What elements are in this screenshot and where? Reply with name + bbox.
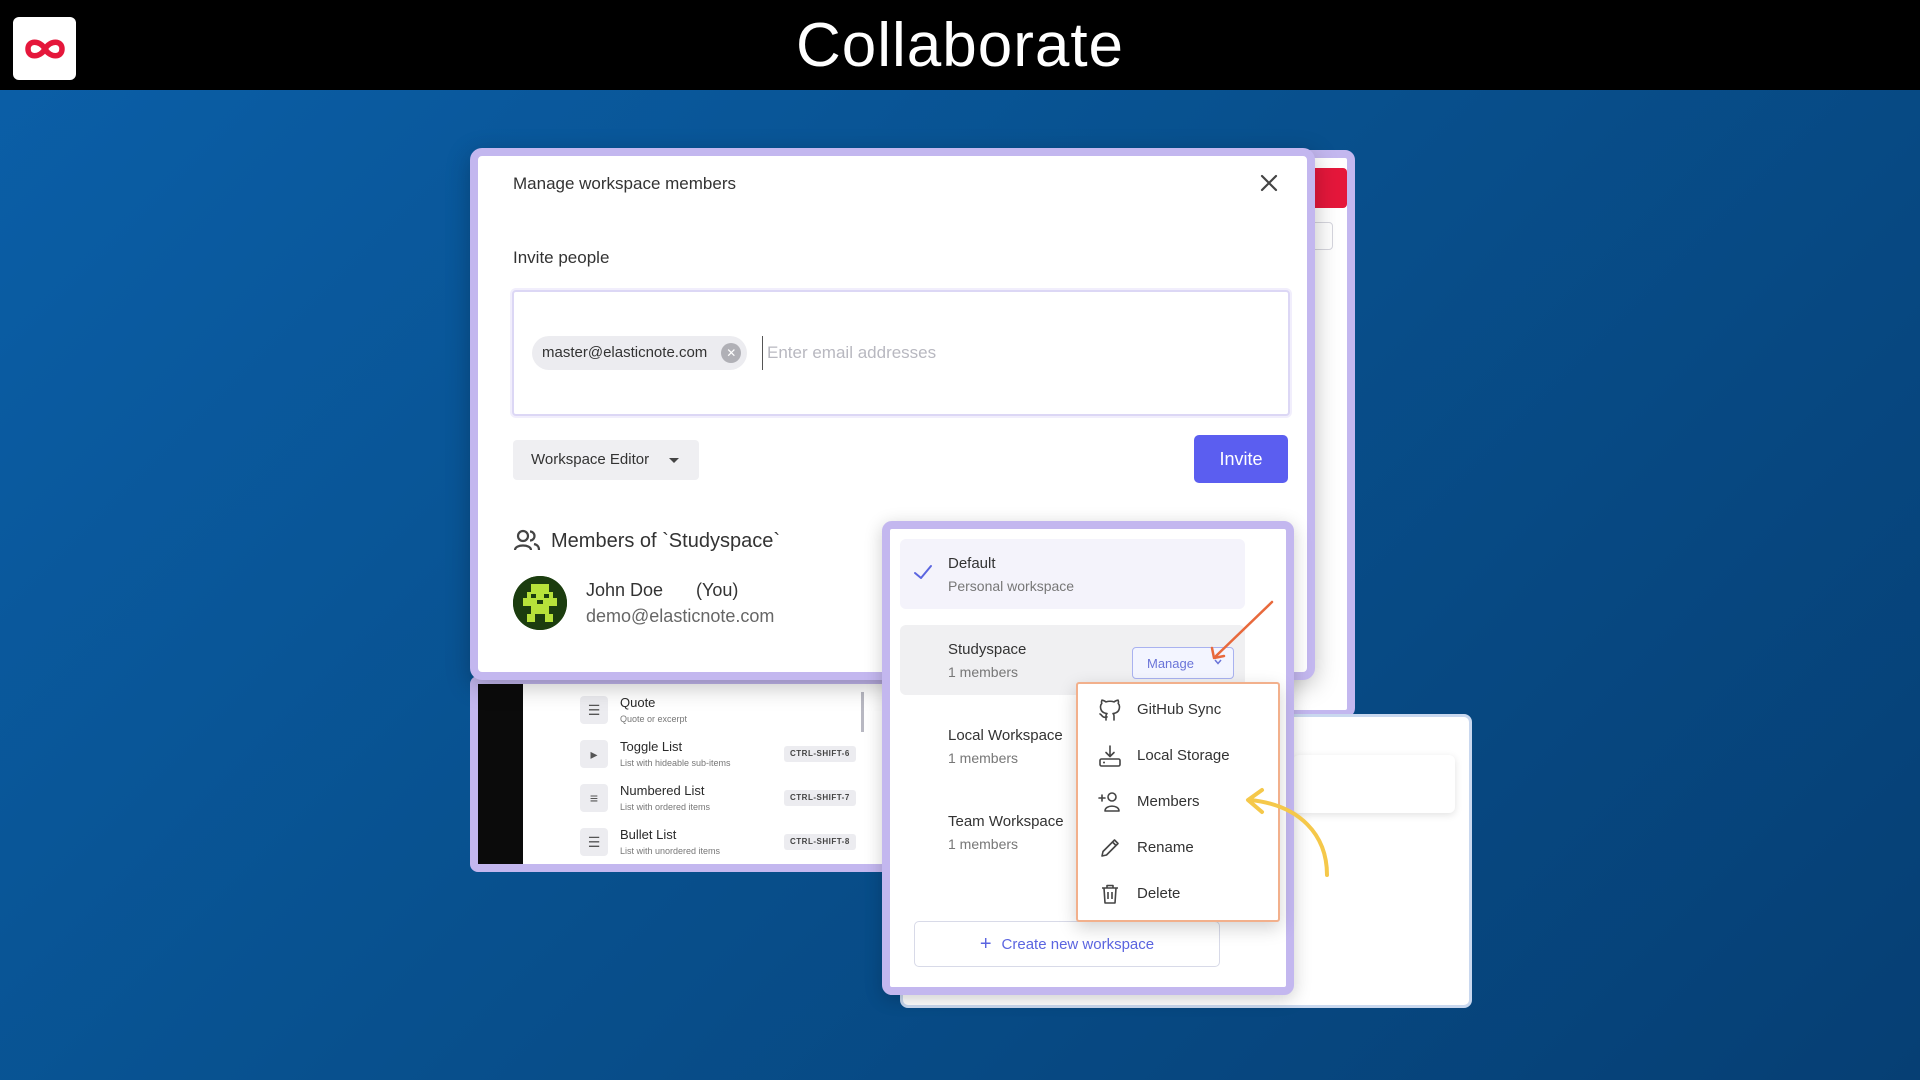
check-icon xyxy=(914,565,932,579)
github-icon xyxy=(1099,699,1121,721)
background-red-strip xyxy=(1309,168,1347,208)
pixel-avatar-icon xyxy=(513,576,567,630)
trash-icon xyxy=(1102,884,1118,904)
email-input-box[interactable]: master@elasticnote.com ✕ xyxy=(512,290,1290,416)
workspace-subtitle: 1 members xyxy=(948,836,1019,852)
menu-item-rename[interactable]: Rename xyxy=(1078,828,1278,868)
block-shortcut: CTRL-SHIFT-8 xyxy=(784,834,856,850)
toggle-list-icon: ▸ xyxy=(580,740,608,768)
menu-item-label: Local Storage xyxy=(1137,747,1230,764)
menu-item-label: Rename xyxy=(1137,839,1194,856)
member-you-tag: (You) xyxy=(696,580,739,600)
top-bar: Collaborate xyxy=(0,0,1920,90)
background-shade-row xyxy=(1293,755,1455,813)
menu-item-label: Members xyxy=(1137,793,1200,810)
workspace-name: Team Workspace xyxy=(948,813,1064,830)
email-chip-text: master@elasticnote.com xyxy=(542,344,708,361)
menu-item-label: GitHub Sync xyxy=(1137,701,1222,718)
block-item-quote[interactable]: ☰ Quote Quote or excerpt xyxy=(580,694,860,734)
people-icon xyxy=(513,529,541,551)
email-chip: master@elasticnote.com ✕ xyxy=(532,336,748,370)
block-item-numbered-list[interactable]: ≡ Numbered List List with ordered items … xyxy=(580,782,860,822)
role-select-value: Workspace Editor xyxy=(531,451,650,468)
quote-block-icon: ☰ xyxy=(580,696,608,724)
manage-context-menu: GitHub Sync Local Storage Members Rename… xyxy=(1076,682,1280,922)
block-item-bullet-list[interactable]: ☰ Bullet List List with unordered items … xyxy=(580,826,860,864)
editor-dark-strip xyxy=(478,684,523,864)
menu-item-members[interactable]: Members xyxy=(1078,782,1278,822)
menu-item-label: Delete xyxy=(1137,885,1181,902)
block-subtitle: List with hideable sub-items xyxy=(620,758,731,768)
menu-item-local-storage[interactable]: Local Storage xyxy=(1078,736,1278,776)
workspace-item-team[interactable]: Team Workspace 1 members xyxy=(900,797,1245,867)
role-select[interactable]: Workspace Editor xyxy=(513,440,699,480)
workspace-item-default[interactable]: Default Personal workspace xyxy=(900,539,1245,609)
block-menu-card: ☰ Quote Quote or excerpt ▸ Toggle List L… xyxy=(470,676,890,872)
chip-remove-icon[interactable]: ✕ xyxy=(721,343,742,363)
block-title: Bullet List xyxy=(620,827,677,842)
block-item-toggle-list[interactable]: ▸ Toggle List List with hideable sub-ite… xyxy=(580,738,860,778)
block-shortcut: CTRL-SHIFT-6 xyxy=(784,746,856,762)
infinity-icon xyxy=(24,39,65,58)
block-shortcut: CTRL-SHIFT-7 xyxy=(784,790,856,806)
block-subtitle: List with unordered items xyxy=(620,846,721,856)
add-user-icon xyxy=(1098,792,1120,812)
member-email: demo@elasticnote.com xyxy=(586,606,775,626)
workspace-name: Default xyxy=(948,555,996,572)
chevron-down-icon xyxy=(1214,659,1222,665)
app-logo xyxy=(13,17,76,80)
workspace-subtitle: Personal workspace xyxy=(948,578,1075,594)
download-icon xyxy=(1099,745,1121,767)
block-menu-scrollbar[interactable] xyxy=(861,692,864,732)
plus-icon: + xyxy=(979,933,992,955)
block-subtitle: Quote or excerpt xyxy=(620,714,688,724)
member-name: John Doe xyxy=(586,580,664,600)
email-input[interactable] xyxy=(762,336,1262,370)
caret-down-icon xyxy=(669,458,679,463)
close-icon[interactable] xyxy=(1256,170,1282,196)
invite-people-label: Invite people xyxy=(513,248,610,267)
avatar xyxy=(513,576,567,630)
modal-title: Manage workspace members xyxy=(513,174,736,193)
workspace-subtitle: 1 members xyxy=(948,750,1019,766)
slide-title: Collaborate xyxy=(795,10,1125,80)
invite-button[interactable]: Invite xyxy=(1194,435,1288,483)
block-title: Toggle List xyxy=(620,739,683,754)
block-subtitle: List with ordered items xyxy=(620,802,711,812)
numbered-list-icon: ≡ xyxy=(580,784,608,812)
workspace-item-local[interactable]: Local Workspace 1 members xyxy=(900,711,1245,781)
members-heading-text: Members of `Studyspace` xyxy=(551,530,780,552)
block-title: Numbered List xyxy=(620,783,705,798)
manage-button[interactable]: Manage xyxy=(1132,647,1234,679)
create-workspace-button[interactable]: + Create new workspace xyxy=(914,921,1220,967)
manage-button-label: Manage xyxy=(1147,655,1194,671)
workspace-subtitle: 1 members xyxy=(948,664,1019,680)
workspace-name: Local Workspace xyxy=(948,727,1063,744)
create-workspace-label: Create new workspace xyxy=(1001,935,1155,953)
pencil-icon xyxy=(1101,839,1119,857)
workspace-name: Studyspace xyxy=(948,641,1027,658)
menu-item-github-sync[interactable]: GitHub Sync xyxy=(1078,690,1278,730)
bullet-list-icon: ☰ xyxy=(580,828,608,856)
block-title: Quote xyxy=(620,695,656,710)
menu-item-delete[interactable]: Delete xyxy=(1078,874,1278,914)
